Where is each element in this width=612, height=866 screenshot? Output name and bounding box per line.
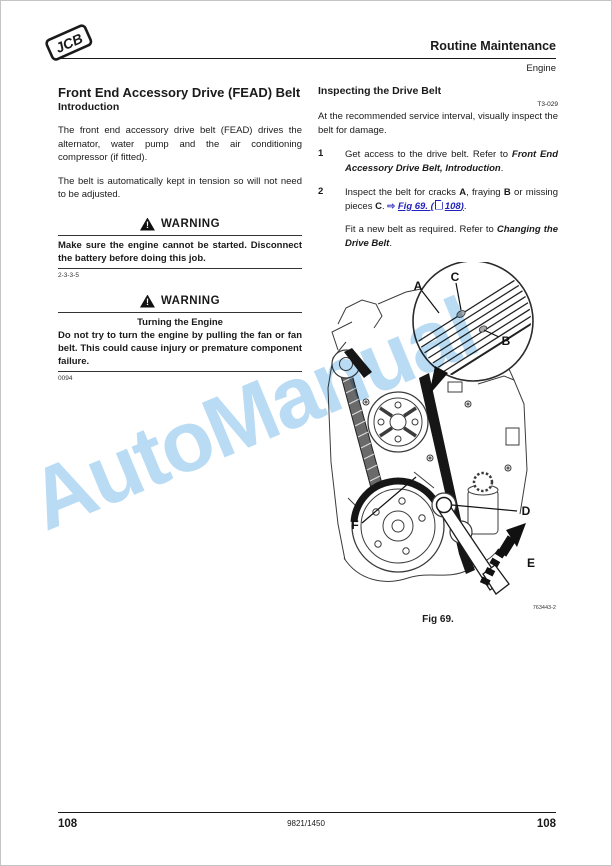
inspect-paragraph: At the recommended service interval, vis…	[318, 111, 558, 136]
divider	[58, 311, 302, 313]
figure-link[interactable]: Fig 69. ( 108)	[397, 199, 464, 212]
magnifier-pointer	[429, 366, 448, 395]
fit-belt-period: .	[389, 237, 392, 249]
belt-upper-run	[344, 348, 372, 378]
warning-2-body: Do not try to turn the engine by pulling…	[58, 329, 302, 367]
callout-ref-c: C	[375, 200, 382, 212]
crank-pulley	[351, 479, 445, 573]
page-number-left: 108	[58, 818, 78, 830]
warning-1-code: 2-3-3-5	[58, 271, 79, 279]
step-1-number: 1	[318, 148, 324, 159]
fit-belt-paragraph: Fit a new belt as required. Refer to Cha…	[345, 223, 558, 250]
engine-block-lines	[327, 285, 528, 582]
figure-label-a: A	[414, 279, 423, 293]
divider	[58, 267, 302, 269]
warning-triangle-icon: !	[139, 294, 155, 308]
figure-labels: A C B F D E	[351, 270, 535, 570]
page-number-right: 108	[536, 818, 556, 830]
step-2-lead: Inspect the belt for cracks	[345, 187, 460, 198]
warning-block-1: ! WARNING Make sure the engine cannot be…	[58, 217, 302, 279]
breaker-bar-tool	[435, 496, 510, 595]
warning-1-body: Make sure the engine cannot be started. …	[58, 239, 302, 264]
section-title: Front End Accessory Drive (FEAD) Belt	[58, 85, 301, 100]
intro-paragraph-1: The front end accessory drive belt (FEAD…	[58, 125, 302, 163]
intro-paragraph-2: The belt is automatically kept in tensio…	[58, 175, 302, 201]
warning-2-header: ! WARNING	[58, 294, 302, 308]
left-column: Front End Accessory Drive (FEAD) Belt In…	[58, 85, 302, 382]
warning-exclamation: !	[145, 296, 149, 307]
figure-link-page: 108	[444, 200, 461, 212]
warning-2-label: WARNING	[160, 295, 221, 307]
page-icon	[434, 199, 443, 210]
figure-label-e: E	[527, 556, 535, 570]
figure-link-close: )	[460, 200, 464, 212]
document-number: 9821/1450	[287, 819, 325, 828]
step-1-reference: Front End Accessory Drive Belt, Introduc…	[345, 149, 558, 174]
warning-1-header: ! WARNING	[58, 217, 302, 231]
step-1: 1 Get access to the drive belt. Refer to…	[318, 148, 558, 175]
fit-belt-lead: Fit a new belt as required. Refer to	[345, 224, 497, 235]
rotate-arrow-e	[479, 523, 526, 586]
callout-ref-a: A	[459, 187, 467, 198]
fan-pulley	[367, 391, 429, 453]
step-2-text: Inspect the belt for cracks A, fraying B…	[345, 186, 558, 213]
figure-label-f: F	[351, 518, 358, 532]
warning-triangle-icon: !	[139, 217, 155, 231]
artwork-number: 763443-2	[532, 605, 556, 611]
inspect-heading: Inspecting the Drive Belt	[318, 85, 442, 97]
step-2-mid2: or missing pieces	[345, 187, 558, 212]
topic-code: T3-029	[537, 101, 558, 108]
callout-ref-b: B	[503, 187, 511, 198]
step-1-period: .	[500, 162, 504, 174]
warning-block-2: ! WARNING Turning the Engine Do not try …	[58, 294, 302, 382]
figure-label-d: D	[522, 504, 531, 518]
cross-ref-arrow-icon: ⇨	[387, 200, 398, 212]
page-subtitle: Engine	[526, 63, 556, 74]
right-column: Inspecting the Drive Belt T3-029 At the …	[318, 85, 558, 625]
step-2-mid3: .	[381, 200, 388, 212]
step-2-number: 2	[318, 186, 324, 197]
figure-caption: Fig 69.	[422, 614, 454, 625]
header-rule	[58, 58, 556, 59]
step-1-lead: Get access to the drive belt. Refer to	[345, 149, 512, 160]
figure-69: A C B F D E 763443-2 Fig 69.	[318, 260, 558, 625]
engine-illustration: A C B F D E	[327, 260, 535, 595]
leader-lines	[361, 282, 518, 524]
intro-heading: Introduction	[58, 101, 120, 113]
warning-2-subtitle: Turning the Engine	[137, 316, 223, 328]
figure-link-text: Fig 69. (	[397, 200, 434, 212]
step-2-mid1: , fraying	[466, 187, 504, 198]
fit-belt-reference: Changing the Drive Belt	[345, 224, 558, 249]
warning-exclamation: !	[145, 219, 149, 230]
page-title: Routine Maintenance	[430, 39, 556, 53]
figure-label-b: B	[502, 334, 511, 348]
warning-2-code: 0094	[58, 374, 73, 382]
figure-label-c: C	[451, 270, 460, 284]
step-2-period: .	[463, 200, 467, 212]
warning-1-label: WARNING	[160, 218, 221, 230]
divider	[58, 370, 302, 372]
step-1-text: Get access to the drive belt. Refer to F…	[345, 148, 558, 175]
step-2: 2 Inspect the belt for cracks A, fraying…	[318, 186, 558, 213]
jcb-logo: JCB	[41, 21, 97, 70]
footer-rule	[58, 812, 556, 813]
divider	[58, 234, 302, 236]
belt-crank-wrap	[350, 477, 442, 523]
